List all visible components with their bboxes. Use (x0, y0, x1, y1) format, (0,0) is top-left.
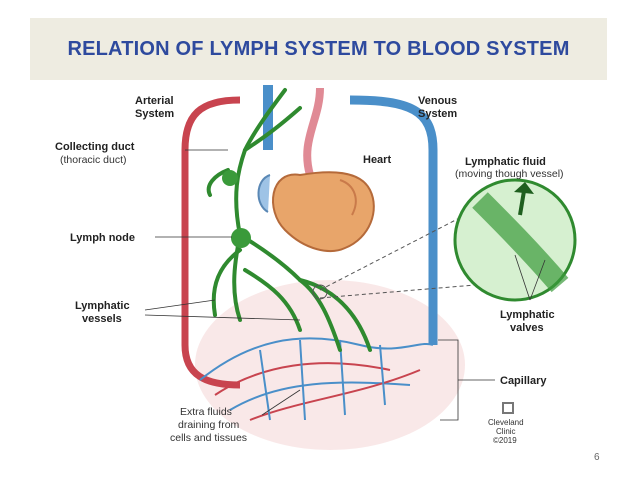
label-lymphatic-valves: Lymphatic (500, 309, 555, 321)
label-extra-fluids: Extra fluids (180, 406, 232, 418)
logo-text-clinic: Clinic (496, 427, 516, 436)
heart-illustration (257, 171, 375, 252)
logo-text-cleveland: Cleveland (488, 418, 524, 427)
label-moving-vessel: (moving though vessel) (455, 168, 564, 180)
label-valves: valves (510, 322, 544, 334)
label-lymphatic-vessels: Lymphatic (75, 300, 130, 312)
lymphatic-vessels (206, 88, 372, 352)
label-lymphatic-fluid: Lymphatic fluid (465, 156, 546, 168)
cleveland-clinic-logo: Cleveland Clinic ©2019 (488, 402, 524, 445)
aorta (303, 87, 324, 177)
lymph-node-upper (222, 170, 238, 186)
label-venous: Venous (418, 95, 457, 107)
tissue-background (195, 280, 465, 450)
label-draining-from: draining from (178, 419, 240, 431)
lymph-node (231, 228, 251, 248)
label-arterial: Arterial (135, 95, 174, 107)
venous-vessel (349, 95, 438, 345)
capillary-network (199, 337, 434, 421)
label-pointers (144, 149, 546, 421)
page-number: 6 (594, 452, 600, 463)
label-cells-tissues: cells and tissues (170, 432, 247, 444)
title-bar: RELATION OF LYMPH SYSTEM TO BLOOD SYSTEM (30, 18, 607, 80)
label-venous-system: System (418, 108, 457, 120)
arterial-vessel (181, 96, 241, 389)
label-vessels: vessels (82, 313, 122, 325)
magnified-vessel-inset (312, 178, 577, 302)
label-lymph-node: Lymph node (70, 232, 135, 244)
slide-title: RELATION OF LYMPH SYSTEM TO BLOOD SYSTEM (67, 37, 570, 60)
label-collecting-duct: Collecting duct (55, 141, 135, 153)
label-capillary: Capillary (500, 375, 547, 387)
label-heart: Heart (363, 154, 391, 166)
label-thoracic-duct: (thoracic duct) (60, 154, 127, 166)
logo-text-year: ©2019 (493, 436, 517, 445)
label-arterial-system: System (135, 108, 174, 120)
